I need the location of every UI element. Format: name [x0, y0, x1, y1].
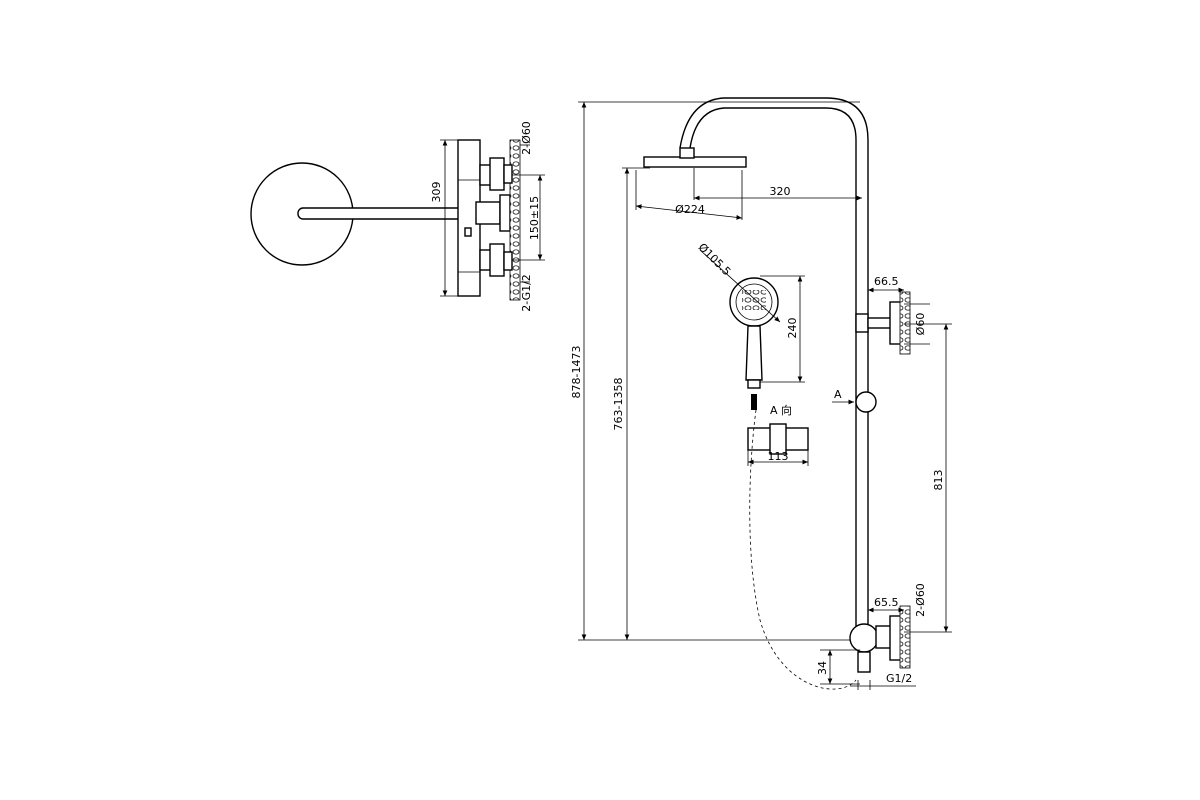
dim-309: 309 — [430, 182, 443, 203]
slide-bar-knob — [855, 391, 877, 413]
dim-g12: G1/2 — [886, 672, 912, 685]
dim-113: 113 — [768, 450, 789, 463]
dim-150: 150±15 — [528, 196, 541, 240]
dim-65-5: 65.5 — [874, 596, 899, 609]
shower-arm — [297, 207, 471, 220]
hose — [749, 409, 857, 690]
dim-66-5: 66.5 — [874, 275, 899, 288]
dim-phi224: Ø224 — [675, 203, 705, 216]
dim-763-1358: 763-1358 — [612, 378, 625, 431]
hand-shower-handle — [745, 325, 763, 381]
dim-878-1473: 878-1473 — [570, 346, 583, 399]
dim-34: 34 — [816, 661, 829, 675]
label-a-direction: A 向 — [770, 403, 792, 417]
lower-wall-section — [899, 605, 911, 669]
dim-813: 813 — [932, 470, 945, 491]
overhead-shower-head — [643, 156, 747, 168]
riser-pipe — [689, 107, 857, 640]
dim-2-phi60-side: 2-Ø60 — [520, 121, 533, 155]
dim-320: 320 — [770, 185, 791, 198]
dim-240: 240 — [786, 318, 799, 339]
upper-wall-section — [899, 291, 911, 355]
label-a: A — [834, 388, 842, 401]
spray-nozzles — [742, 290, 766, 310]
dim-2-phi60-lower: 2-Ø60 — [914, 583, 927, 617]
diverter-valve — [849, 623, 879, 653]
dim-2-g12-side: 2-G1/2 — [520, 274, 533, 312]
wall-section — [509, 139, 521, 301]
front-view: 878-1473 763-1358 320 Ø224 Ø105.5 — [570, 97, 952, 690]
side-view: 309 2-Ø60 150±15 2-G1/2 — [250, 121, 545, 312]
dim-phi105: Ø105.5 — [696, 241, 734, 279]
